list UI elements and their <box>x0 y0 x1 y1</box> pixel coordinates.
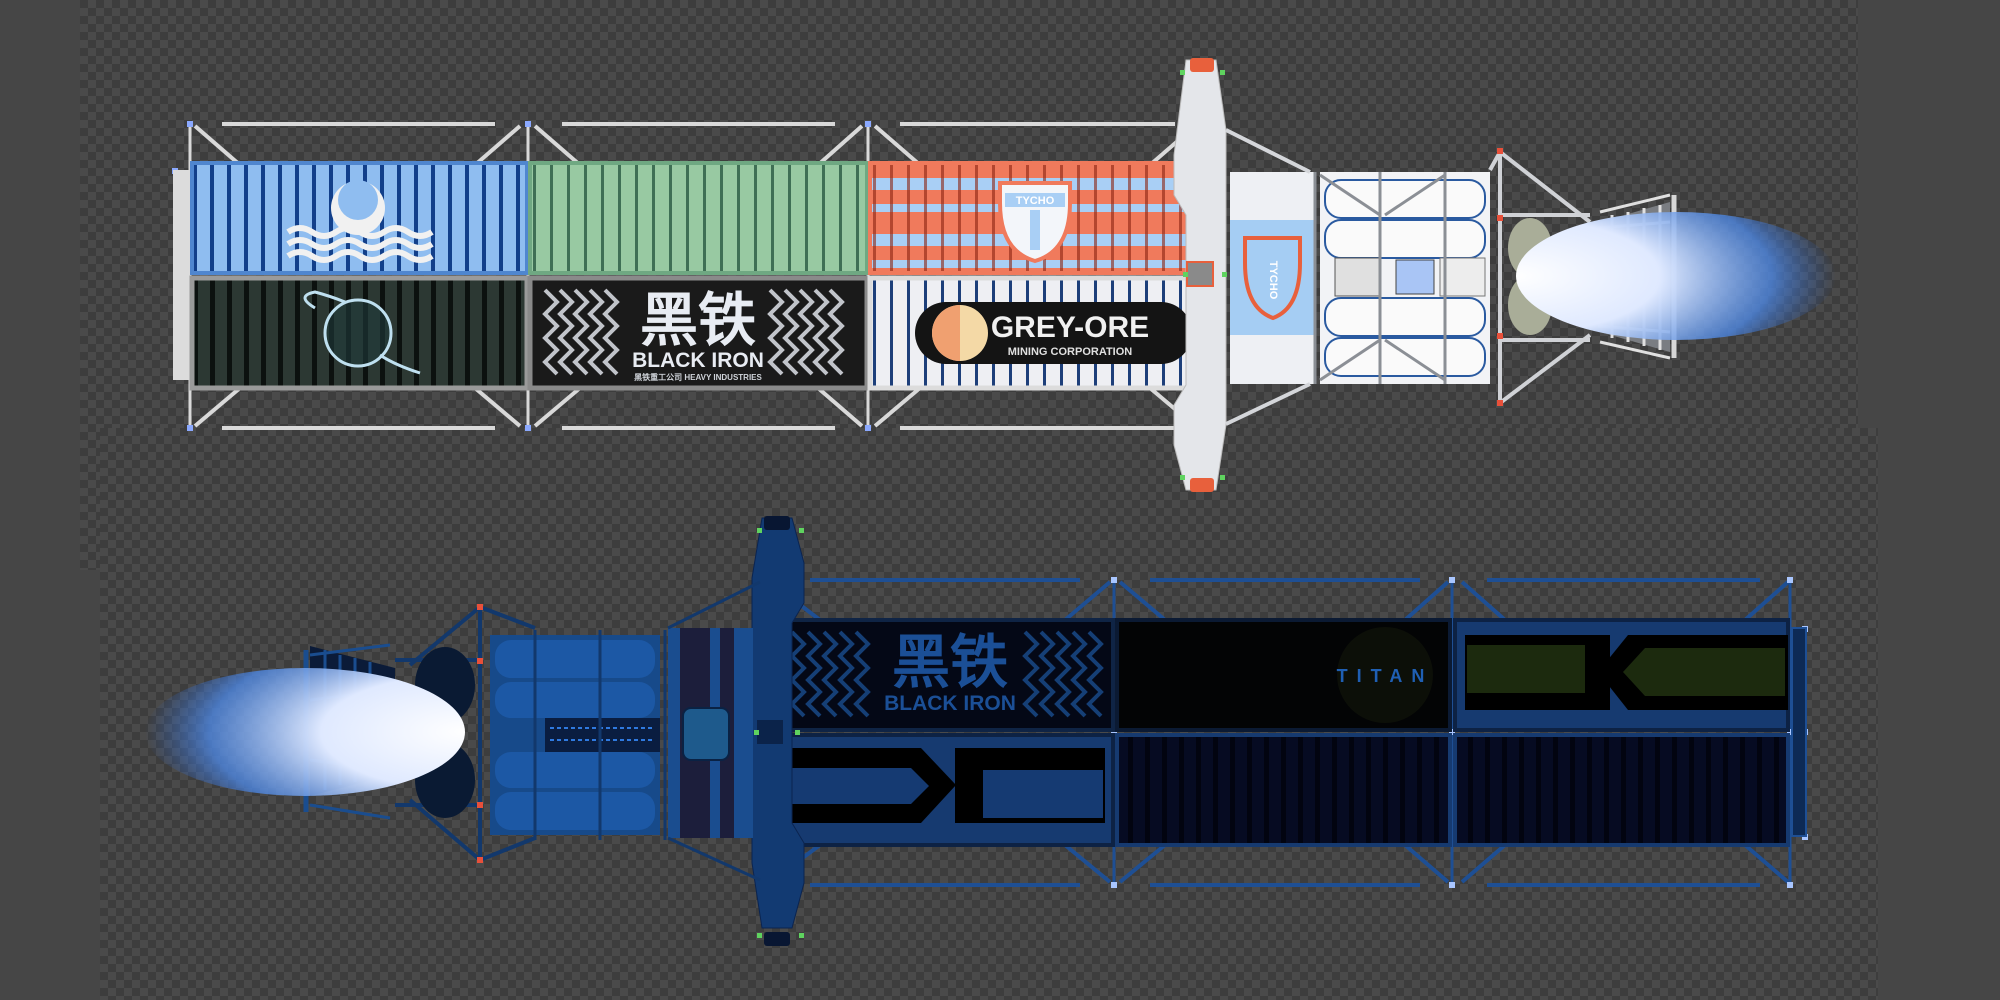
tycho-shield-logo: TYCHO <box>998 181 1072 264</box>
tycho-emblem <box>1243 236 1302 321</box>
container-c3[interactable]: TYCHO <box>868 161 1205 275</box>
docking-clamp <box>757 720 783 744</box>
svg-text:TYCHO: TYCHO <box>1016 195 1055 207</box>
engine-exhaust-plume-top <box>1516 212 1836 340</box>
container-d1[interactable]: 黑铁 BLACK IRON <box>776 618 1115 732</box>
grey-ore-banner <box>915 302 1192 364</box>
container-c6[interactable]: GREY-ORE MINING CORPORATION <box>867 275 1206 391</box>
container-d5[interactable] <box>1115 733 1452 847</box>
hatch <box>682 707 730 761</box>
black-iron-title: BLACK IRON <box>632 349 764 372</box>
container-d6[interactable] <box>1453 733 1790 847</box>
container-c2[interactable] <box>528 161 869 275</box>
container-c4[interactable] <box>189 275 530 391</box>
svg-text:TYCHO: TYCHO <box>1267 261 1279 300</box>
viewport-window <box>1395 259 1435 295</box>
black-iron-kanji: 黑铁 <box>640 288 756 353</box>
container-d3[interactable] <box>1453 618 1790 732</box>
moon-waves-logo <box>286 180 434 263</box>
engine-exhaust-plume-bottom <box>145 668 465 796</box>
wing-pylon-bottom[interactable] <box>751 516 805 946</box>
globe-logo <box>303 290 421 375</box>
black-iron-kanji: 黑铁 <box>892 630 1008 695</box>
rear-endcap-top <box>173 170 190 380</box>
thruster-pod-top <box>1190 58 1214 72</box>
container-c5[interactable]: 黑铁 BLACK IRON 黑铁重工公司 HEAVY INDUSTRIES <box>527 275 870 391</box>
thruster-pod-bottom <box>1190 478 1214 492</box>
container-d4[interactable] <box>776 733 1115 847</box>
lattice-pattern <box>789 630 1104 718</box>
thruster-pod-bottom <box>764 932 790 946</box>
titan-logo-text: TITAN <box>1337 666 1434 686</box>
grey-ore-subtitle: MINING CORPORATION <box>1008 346 1133 358</box>
thruster-pod-top <box>764 516 790 530</box>
command-module-top[interactable]: TYCHO <box>1225 128 1490 426</box>
docking-clamp <box>1186 261 1214 287</box>
container-c1[interactable] <box>190 161 529 275</box>
grey-ore-logo <box>932 305 988 361</box>
black-iron-title: BLACK IRON <box>884 692 1016 715</box>
black-iron-tagline: 黑铁重工公司 HEAVY INDUSTRIES <box>634 372 762 382</box>
grey-ore-title: GREY-ORE <box>991 311 1149 344</box>
titan-emblem <box>1337 627 1433 723</box>
rear-endcap-bottom <box>1791 627 1807 837</box>
container-d2[interactable]: TITAN <box>1115 618 1452 732</box>
lattice-pattern <box>542 288 845 376</box>
command-module-bottom[interactable] <box>490 580 761 882</box>
